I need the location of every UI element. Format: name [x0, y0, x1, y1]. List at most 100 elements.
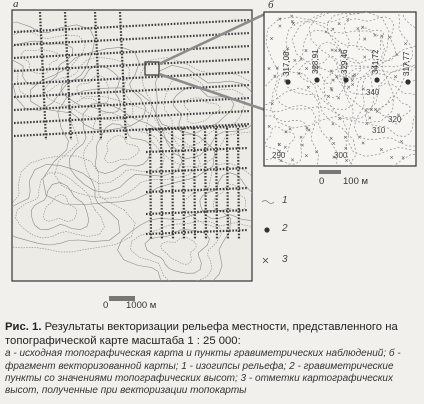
height-mark — [363, 55, 367, 59]
contour-line — [21, 49, 60, 74]
gravity-profile-line — [13, 44, 251, 60]
scale-b-zero: 0 — [319, 176, 325, 187]
height-mark — [288, 127, 292, 131]
gravity-profile-line — [13, 70, 251, 86]
contour-line — [163, 76, 246, 148]
height-mark — [313, 66, 317, 70]
height-mark — [356, 27, 360, 31]
height-mark — [290, 19, 294, 23]
gravity-profile-line — [38, 11, 48, 141]
gravity-point — [314, 77, 320, 83]
gravity-profile-line — [214, 127, 219, 241]
height-mark — [283, 145, 287, 149]
scale-bar-b-bar — [319, 170, 341, 174]
contour-line — [172, 86, 235, 136]
height-mark — [337, 22, 341, 26]
height-mark — [331, 27, 335, 31]
height-mark — [300, 143, 304, 147]
gravity-profile-line — [13, 96, 251, 112]
scale-bar-a — [109, 296, 135, 301]
gravity-profile-line — [145, 146, 249, 154]
height-mark — [270, 37, 274, 41]
gravity-profile-line — [145, 124, 249, 132]
contour-line — [327, 12, 413, 80]
contour-line — [140, 57, 252, 168]
height-mark — [330, 88, 334, 92]
height-mark — [291, 158, 295, 162]
gravity-point — [285, 79, 291, 85]
height-mark — [351, 74, 355, 78]
panel-b-contours — [264, 12, 416, 166]
contour-line — [60, 65, 122, 114]
height-mark — [353, 73, 357, 77]
height-mark — [329, 86, 333, 90]
gravity-profiles — [13, 11, 251, 241]
gravity-profile-line — [118, 11, 128, 141]
gravity-profile-line — [145, 166, 249, 174]
height-mark — [275, 66, 279, 70]
height-mark — [315, 150, 319, 154]
height-mark — [278, 24, 282, 28]
scale-b-value: 100 м — [343, 176, 369, 187]
height-mark — [361, 87, 365, 91]
gravity-point-label: 341,72 — [371, 49, 380, 74]
height-mark — [330, 48, 334, 52]
scale-a-zero: 0 — [103, 300, 109, 311]
caption-main: Рис. 1. Результаты векторизации рельефа … — [5, 321, 421, 348]
legend-contour-symbol — [261, 200, 275, 204]
height-mark — [332, 155, 336, 159]
height-mark — [324, 30, 328, 34]
gravity-profile-line — [148, 127, 153, 241]
legend-label-2: 2 — [282, 223, 288, 234]
contour-line — [31, 182, 90, 231]
gravity-point-label: 328,91 — [311, 49, 320, 74]
legend-label-3: 3 — [282, 254, 288, 265]
connector-arrow-top — [158, 12, 266, 66]
contour-line — [12, 164, 121, 246]
contour-line — [265, 12, 395, 129]
contour-line — [379, 95, 411, 125]
height-mark — [347, 85, 351, 89]
contour-line — [83, 111, 165, 184]
contour-line — [94, 123, 152, 174]
gravity-profile-line — [13, 18, 251, 34]
gravity-profile-line — [145, 228, 249, 236]
height-mark — [357, 135, 361, 139]
height-mark — [374, 107, 378, 111]
contour-line — [29, 46, 147, 131]
caption-legend-text: а - исходная топографическая карта и пун… — [5, 348, 401, 397]
contour-line — [314, 55, 346, 85]
height-mark — [267, 67, 271, 71]
figure-caption: Рис. 1. Результаты векторизации рельефа … — [5, 321, 421, 398]
height-mark — [278, 17, 282, 21]
panel-a-map — [11, 9, 253, 282]
height-mark — [390, 155, 394, 159]
contour-line — [308, 12, 416, 96]
height-mark — [286, 47, 290, 51]
height-mark — [283, 50, 287, 54]
panel-b-height-marks — [267, 14, 408, 163]
height-mark — [326, 94, 330, 98]
contour-line — [344, 16, 396, 64]
legend-dot-symbol — [264, 227, 270, 233]
panel-a-frame — [11, 9, 253, 282]
height-mark — [379, 148, 383, 152]
contour-line — [76, 74, 109, 105]
height-mark — [380, 34, 384, 38]
contour-line — [364, 83, 416, 137]
legend-label-1: 1 — [282, 195, 288, 206]
contour-line — [343, 64, 416, 157]
gravity-profile-line — [192, 127, 197, 241]
gravity-profile-line — [63, 11, 73, 141]
height-mark — [277, 149, 281, 153]
height-mark — [331, 78, 335, 82]
scale-a-value: 1000 м — [126, 300, 157, 311]
contour-line — [183, 162, 252, 227]
contour-line — [12, 21, 96, 111]
contour-line — [15, 172, 105, 239]
height-mark — [329, 136, 333, 140]
contour-line — [130, 221, 222, 281]
height-mark — [337, 96, 341, 100]
